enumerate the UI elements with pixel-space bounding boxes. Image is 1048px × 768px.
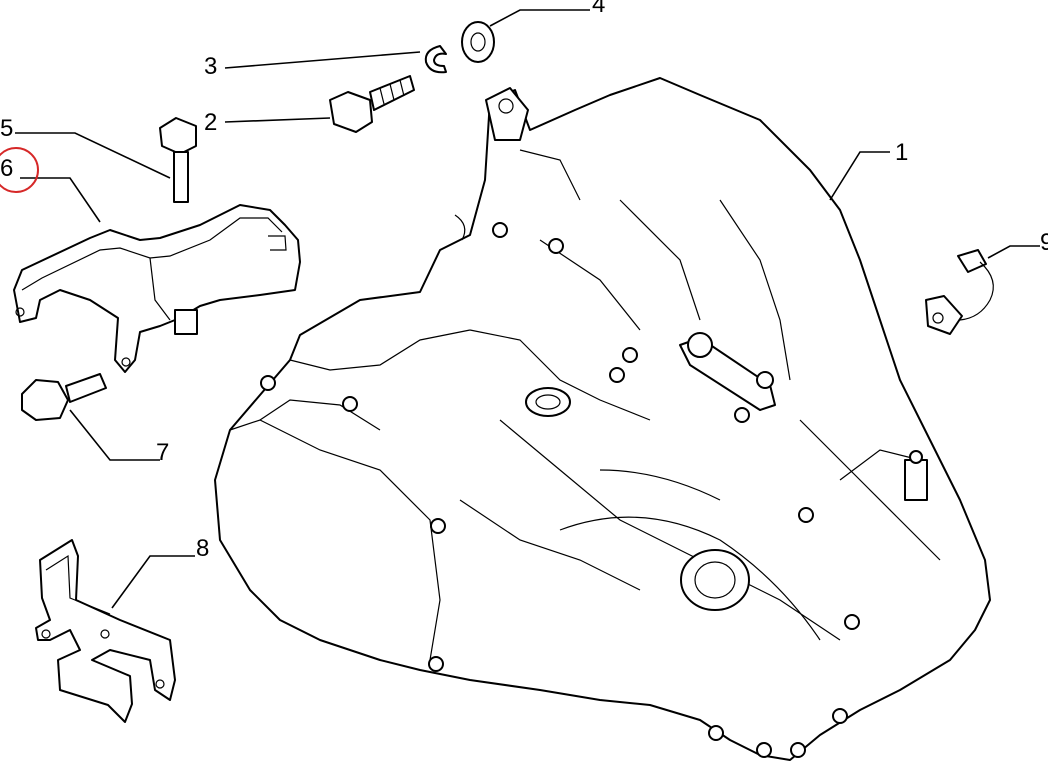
gearbox-housing[interactable] (214, 77, 991, 761)
bolt-part-2[interactable] (329, 75, 415, 133)
washer-part-4[interactable] (461, 21, 495, 63)
bolt-part-7[interactable] (21, 373, 107, 421)
callout-6-highlight-circle (0, 147, 39, 193)
bolt-part-5[interactable] (159, 117, 197, 203)
callout-6: 6 (0, 155, 13, 182)
callout-7: 7 (156, 439, 169, 466)
callout-4: 4 (592, 0, 605, 18)
leader-lines (15, 9, 1040, 609)
callout-8: 8 (196, 535, 209, 562)
sensor-part-9[interactable] (925, 249, 994, 335)
callout-3: 3 (204, 53, 217, 80)
callout-2: 2 (204, 109, 217, 136)
bracket-part-6[interactable] (13, 204, 301, 373)
callout-1: 1 (895, 139, 908, 166)
callout-9: 9 (1040, 229, 1048, 256)
bracket-part-8[interactable] (35, 539, 176, 723)
circlip-part-3[interactable] (424, 45, 447, 74)
callout-5: 5 (0, 115, 13, 142)
